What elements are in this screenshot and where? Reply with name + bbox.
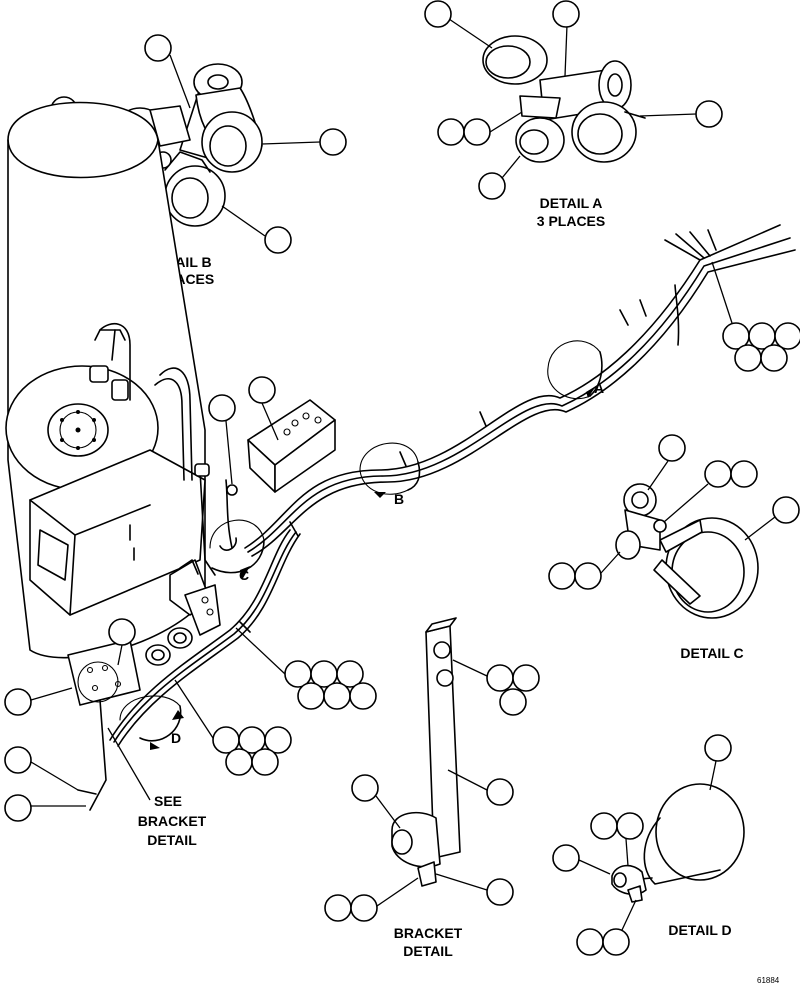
detail-c-title: DETAIL C <box>680 645 743 661</box>
detail-a-title: DETAIL A <box>540 195 603 211</box>
pointer-b: B <box>394 491 404 507</box>
bracket-detail-callouts <box>324 659 540 922</box>
detail-c-callouts <box>548 434 800 590</box>
detail-a-clamp-assembly <box>482 35 646 163</box>
detail-d-title: DETAIL D <box>668 922 731 938</box>
view-pointers <box>119 340 603 750</box>
bracket-detail-drawing <box>391 617 461 887</box>
pointer-a: A <box>594 380 604 396</box>
detail-c-clamp <box>615 483 759 619</box>
detail-d-clamp <box>611 783 745 903</box>
valve-block <box>247 399 336 493</box>
see-bracket-line2: BRACKET <box>138 813 207 829</box>
detail-d-callouts <box>552 734 732 956</box>
pointer-c: C <box>239 567 249 583</box>
bracket-detail-title-line1: BRACKET <box>394 925 463 941</box>
figure-code: 61884 <box>757 976 780 984</box>
detail-a-callouts <box>424 0 723 200</box>
see-bracket-line1: SEE <box>154 793 182 809</box>
see-bracket-line3: DETAIL <box>147 832 197 848</box>
detail-b-clamp-assembly <box>117 63 263 227</box>
bracket-detail-title-line2: DETAIL <box>403 943 453 959</box>
main-view-callouts <box>4 261 800 822</box>
hydraulic-tank <box>5 101 221 706</box>
hose-routing <box>77 224 796 811</box>
detail-a-note: 3 PLACES <box>537 213 605 229</box>
pointer-d: D <box>171 730 181 746</box>
